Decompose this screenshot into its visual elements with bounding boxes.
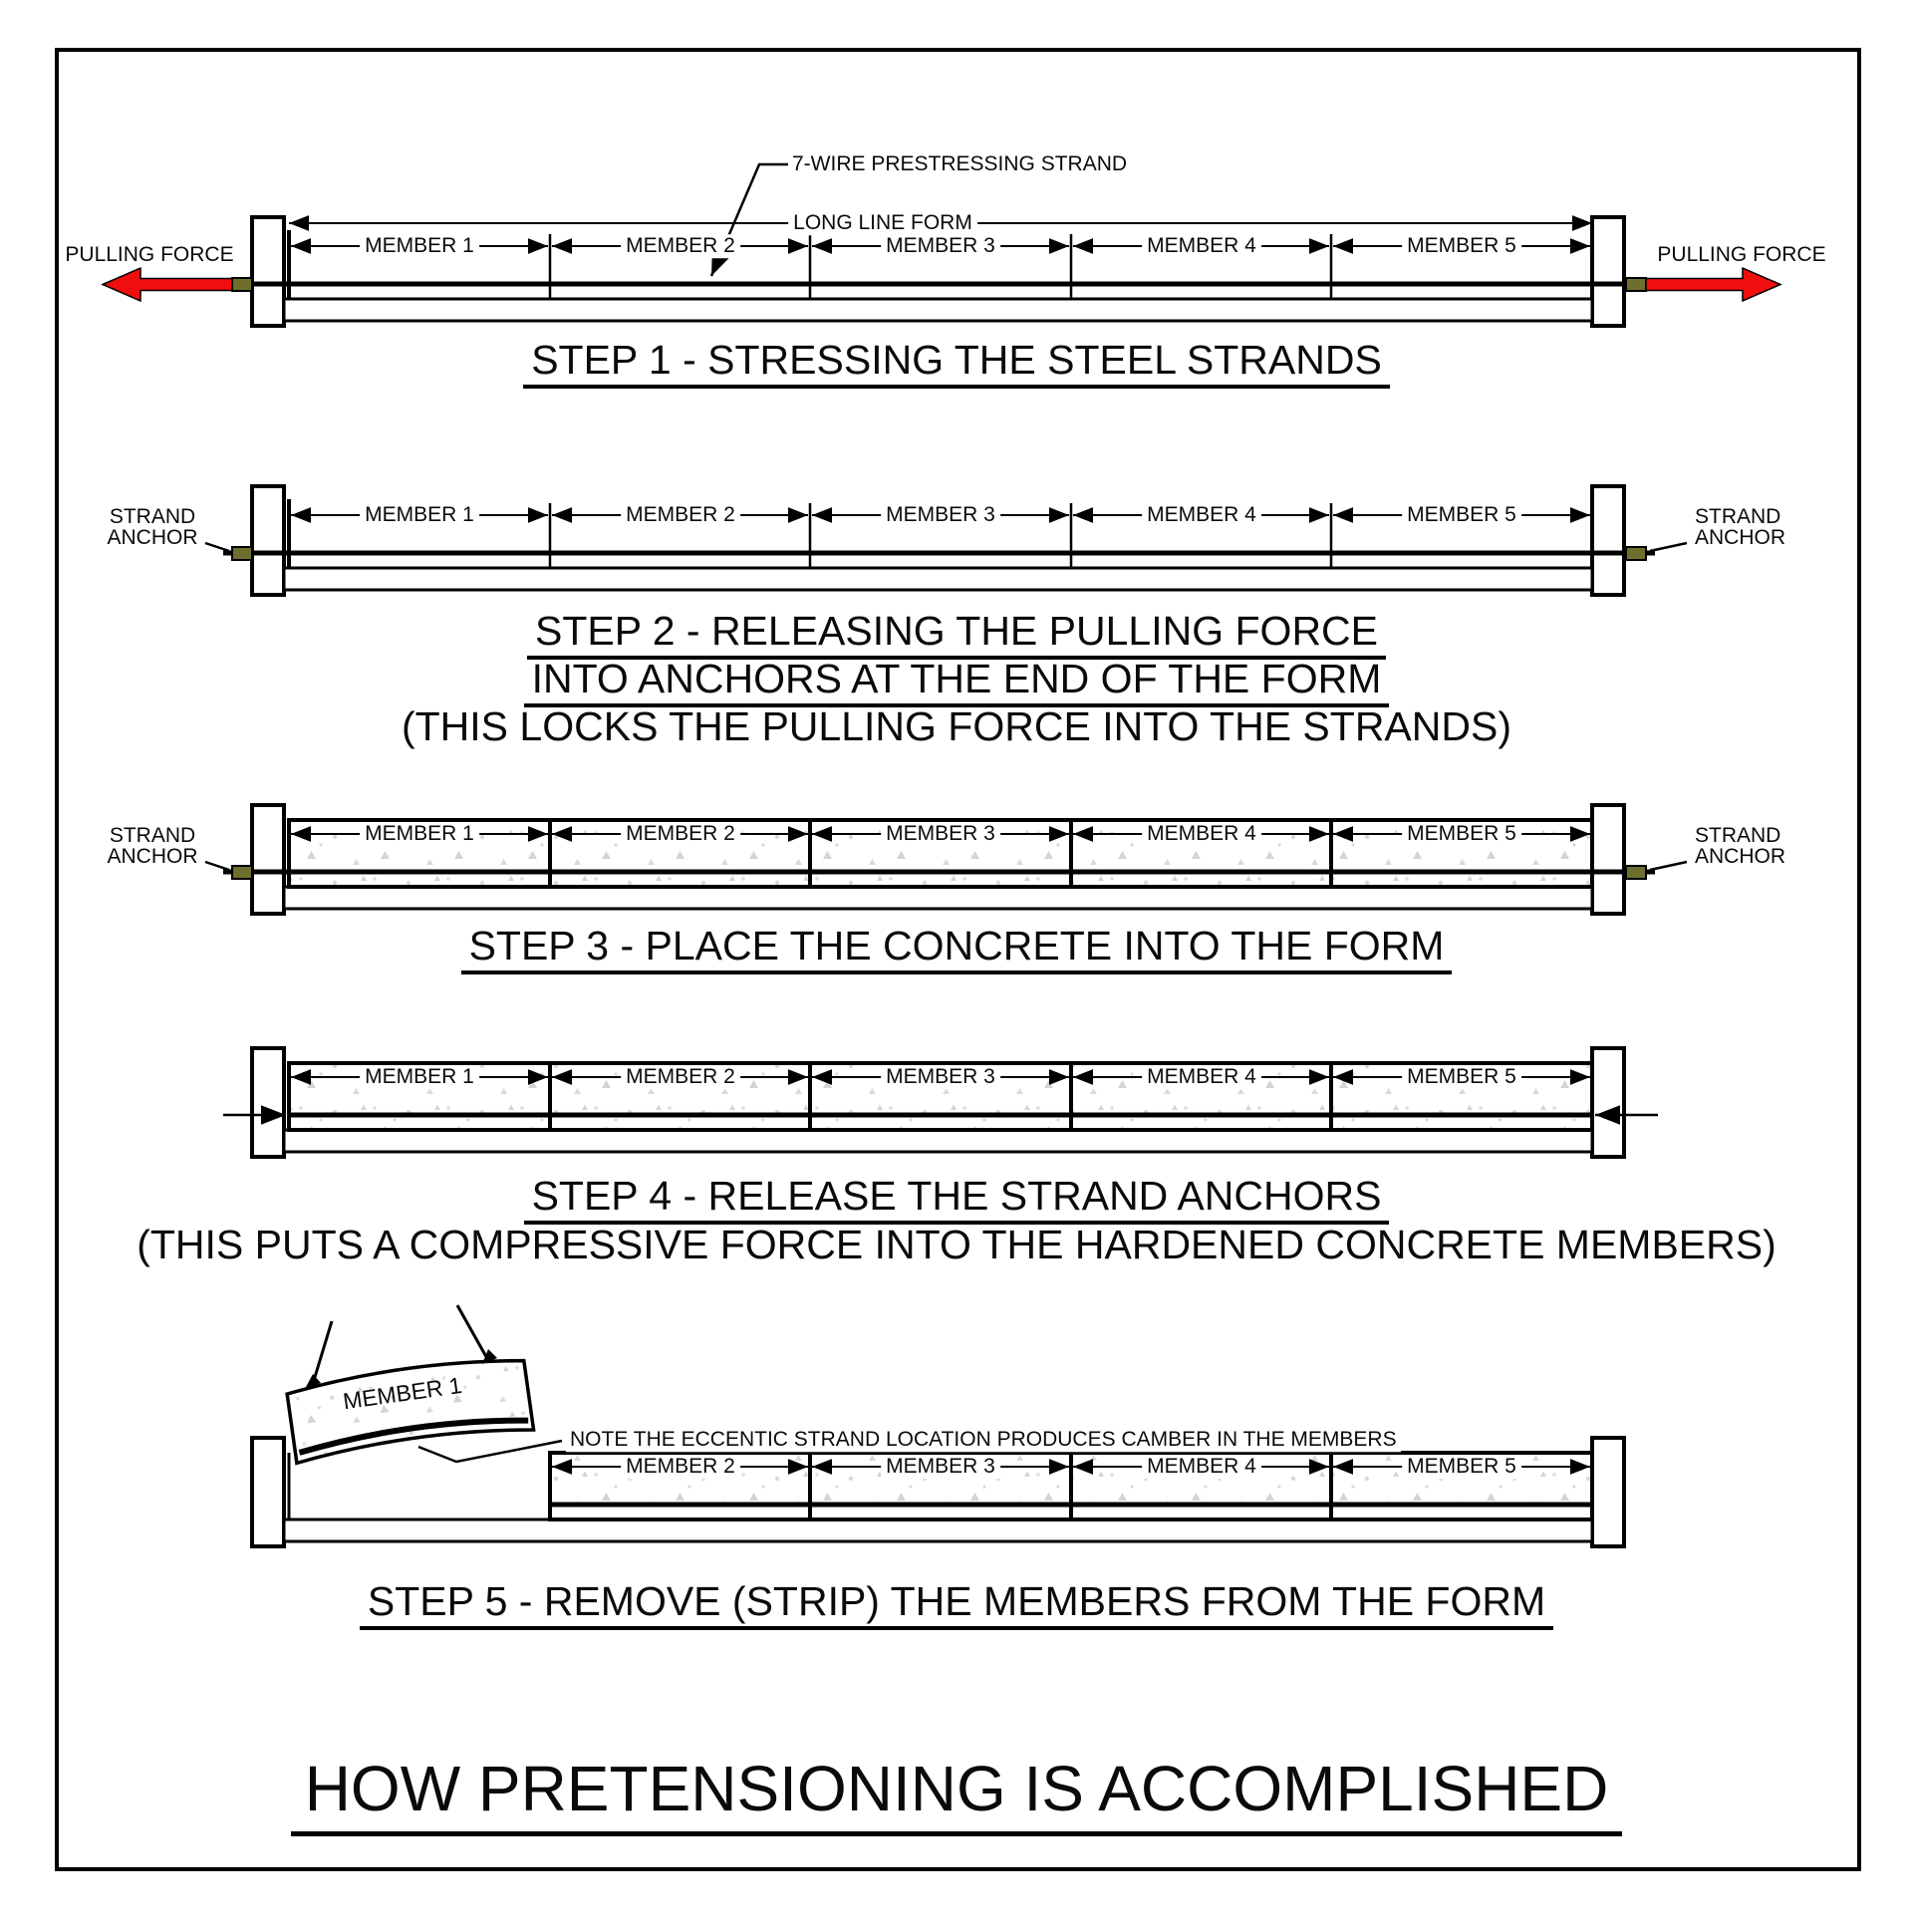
step2-title-line2: INTO ANCHORS AT THE END OF THE FORM [0,654,1913,708]
member-label: MEMBER 3 [881,1455,1000,1479]
member-label: MEMBER 3 [881,234,1000,258]
seven-wire-leader [709,162,788,277]
member-label: MEMBER 1 [360,234,479,258]
anchor-leader-right-step2 [1649,541,1688,553]
pulling-force-arrow-right [1645,266,1782,303]
member-label: MEMBER 2 [621,1065,740,1089]
anchor-leader-left-step3 [204,860,230,872]
end-block-left-step5 [250,1436,286,1548]
form-bed-step1 [282,297,1594,323]
strand-anchor-label-right-step2: STRAND [1695,505,1781,529]
member-label: MEMBER 4 [1142,503,1261,527]
member-label: MEMBER 4 [1142,822,1261,846]
step4-title-line1: STEP 4 - RELEASE THE STRAND ANCHORS [0,1171,1913,1226]
form-bed-step4 [282,1128,1594,1154]
end-block-right-step4 [1590,1046,1626,1159]
strand-anchor-left-step3 [231,865,253,880]
strand-anchor-left-step1 [231,277,253,292]
member-label: MEMBER 5 [1402,1455,1521,1479]
strand-anchor-label-left-step2: STRAND [109,505,196,529]
lift-hook-right [482,1349,497,1364]
strand-anchor-label-right-step3: ANCHOR [1695,845,1786,869]
member-label: MEMBER 1 [360,503,479,527]
member-label: MEMBER 5 [1402,234,1521,258]
strand-anchor-label-right-step2: ANCHOR [1695,526,1786,550]
member-label: MEMBER 4 [1142,1455,1261,1479]
step4-title-line2: (THIS PUTS A COMPRESSIVE FORCE INTO THE … [137,1222,1776,1267]
member-label: MEMBER 3 [881,822,1000,846]
form-bed-step3 [282,885,1594,911]
member-label: MEMBER 1 [360,1065,479,1089]
member-label: MEMBER 4 [1142,1065,1261,1089]
end-block-left-step2 [250,484,286,597]
end-block-left-step3 [250,803,286,916]
pulling-force-label-left: PULLING FORCE [60,243,239,267]
step3-drawing [204,803,1688,916]
member-label: MEMBER 3 [881,503,1000,527]
lifting-line-left [310,1320,334,1388]
anchor-leader-right-step3 [1649,860,1688,872]
form-bed-step5 [282,1518,1594,1543]
member-label: MEMBER 2 [621,234,740,258]
member-label: MEMBER 5 [1402,822,1521,846]
step1-drawing [101,162,1782,328]
main-title: HOW PRETENSIONING IS ACCOMPLISHED [0,1751,1913,1837]
strand-anchor-right-step1 [1625,277,1647,292]
pulling-force-arrow-left [101,266,233,303]
camber-note-leader [417,1439,563,1464]
strand-anchor-left-step2 [231,546,253,561]
end-block-right-step5 [1590,1436,1626,1548]
end-block-right-step2 [1590,484,1626,597]
member-label: MEMBER 4 [1142,234,1261,258]
member-label: MEMBER 2 [621,822,740,846]
end-block-left-step1 [250,215,286,328]
member-label: MEMBER 3 [881,1065,1000,1089]
long-line-form-label: LONG LINE FORM [788,211,977,235]
stripped-member-slab [285,1358,536,1466]
strand-anchor-label-left-step2: ANCHOR [107,526,198,550]
step4-drawing [223,1046,1658,1159]
step2-drawing [204,484,1688,597]
strand-anchor-label-right-step3: STRAND [1695,824,1781,848]
lift-hook-left [305,1374,321,1389]
strand-anchor-label-left-step3: ANCHOR [107,845,198,869]
step1-title: STEP 1 - STRESSING THE STEEL STRANDS [0,335,1913,390]
end-block-left-step4 [250,1046,286,1159]
camber-note-label: NOTE THE ECCENTIC STRAND LOCATION PRODUC… [566,1428,1401,1452]
strand-anchor-label-left-step3: STRAND [109,824,196,848]
lifting-line-right [455,1304,491,1363]
seven-wire-strand-label: 7-WIRE PRESTRESSING STRAND [788,152,1132,176]
step2-title-line1: STEP 2 - RELEASING THE PULLING FORCE [0,606,1913,661]
step5-title: STEP 5 - REMOVE (STRIP) THE MEMBERS FROM… [0,1576,1913,1631]
step5-drawing [250,1304,1626,1548]
anchor-leader-left-step2 [204,541,230,553]
member-label: MEMBER 2 [621,503,740,527]
member-label: MEMBER 5 [1402,1065,1521,1089]
end-block-right-step3 [1590,803,1626,916]
step2-title-line3: (THIS LOCKS THE PULLING FORCE INTO THE S… [401,703,1511,749]
frame-border [55,48,1861,1871]
member-label: MEMBER 1 [360,822,479,846]
end-block-right-step1 [1590,215,1626,328]
pulling-force-label-right: PULLING FORCE [1652,243,1831,267]
strand-anchor-right-step3 [1625,865,1647,880]
step3-title: STEP 3 - PLACE THE CONCRETE INTO THE FOR… [0,921,1913,975]
member-label: MEMBER 5 [1402,503,1521,527]
strand-anchor-right-step2 [1625,546,1647,561]
form-bed-step2 [282,566,1594,592]
member-label: MEMBER 2 [621,1455,740,1479]
